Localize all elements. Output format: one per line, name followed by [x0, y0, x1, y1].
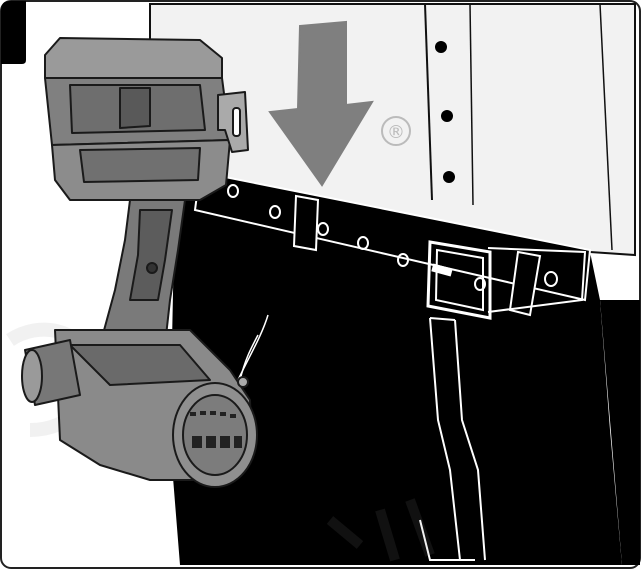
- belt-clip-slot: [233, 108, 240, 136]
- battery-base-panel: [80, 148, 200, 182]
- trigger-button: [147, 263, 157, 273]
- shirt-button: [435, 41, 447, 53]
- anvil-tip: [22, 350, 42, 402]
- step-badge: [1, 1, 26, 64]
- battery-indicator: [120, 88, 150, 128]
- registered-mark-text: ®: [387, 122, 405, 143]
- shirt-button: [443, 171, 455, 183]
- shirt-button: [441, 110, 453, 122]
- battery-top: [45, 38, 222, 78]
- lanyard-ring: [238, 377, 248, 387]
- tool-rear-inner: [183, 395, 247, 475]
- belt-loop: [294, 196, 318, 250]
